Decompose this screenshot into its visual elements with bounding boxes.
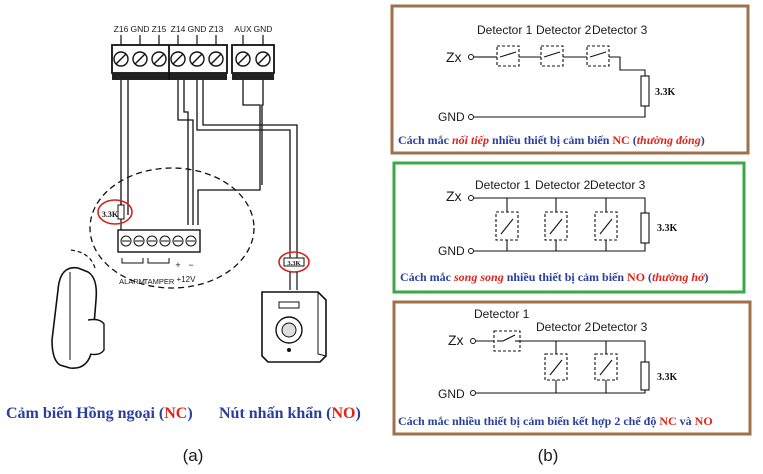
sensor-enclosure-outline [89,167,255,289]
panel-parallel: Detector 1 Detector 2 Detector 3 Zx 3.3K… [392,161,746,294]
pir-sensor-icon [51,249,105,369]
highlight-circle [278,251,310,273]
sensor-terminal-label: ALARM [119,277,145,286]
sensor-terminal-label: +12V [177,275,197,284]
caption-pir: Cảm biến Hồng ngoại (NC) [6,405,193,422]
panic-button-icon: 3.3K [261,250,327,363]
resistor-value: 3.3K [287,260,300,267]
zx-label: Zx [448,332,464,348]
detector-label: Detector 2 [536,320,592,334]
resistor-value: 3.3K [655,87,676,98]
detector-label: Detector 1 [475,178,531,192]
sensor-terminal-label: + [175,260,180,270]
terminal-block-aux: AUX GND [231,24,275,80]
terminal-label: GND [254,24,273,34]
sensor-terminal-label: − [188,260,193,270]
panel-caption: Cách mắc song song nhiều thiết bị cảm bi… [400,270,708,284]
resistor-value: 3.3K [657,223,678,234]
detector-label: Detector 2 [535,178,591,192]
terminal-label: GND [131,24,150,34]
sub-label-b: (b) [538,446,559,465]
panel-caption: Cách mắc nối tiếp nhiều thiết bị cảm biế… [398,133,705,147]
panel-series: Detector 1 Detector 2 Detector 3 Zx 3.3K… [390,4,750,155]
caption-panic-button: Nút nhấn khẩn (NO) [219,405,361,422]
sensor-terminal-strip: ALARM TAMPER + − +12V [117,229,201,286]
zx-label: Zx [446,49,462,65]
detector-label: Detector 3 [592,320,648,334]
terminal-label: AUX [234,24,252,34]
terminal-screws-main [113,51,224,67]
terminal-label: Z13 [209,24,224,34]
gnd-label: GND [438,244,465,258]
detector-label: Detector 1 [474,307,530,321]
terminal-label: Z15 [152,24,167,34]
highlight-circle [97,199,133,225]
terminal-label: Z14 [171,24,186,34]
detector-label: Detector 3 [590,178,646,192]
panel-caption: Cách mắc nhiều thiết bị cảm biến kết hợp… [398,414,713,428]
sub-label-a: (a) [183,446,204,465]
zx-label: Zx [446,188,462,204]
detector-label: Detector 2 [536,23,592,37]
wires-left [120,80,298,250]
detector-label: Detector 1 [477,23,533,37]
detector-label: Detector 3 [592,23,648,37]
sensor-terminal-label: TAMPER [144,277,175,286]
gnd-label: GND [438,387,465,401]
terminal-block-main: Z16 GND Z15 Z14 GND Z13 [111,24,228,80]
gnd-label: GND [438,110,465,124]
terminal-label: Z16 [114,24,129,34]
resistor-left: 3.3K [97,199,133,230]
panel-combined: Detector 1 Detector 2 Detector 3 Zx 3.3K… [392,300,752,436]
resistor-value: 3.3K [657,372,678,383]
terminal-label: GND [188,24,207,34]
resistor-value: 3.3K [102,210,119,219]
